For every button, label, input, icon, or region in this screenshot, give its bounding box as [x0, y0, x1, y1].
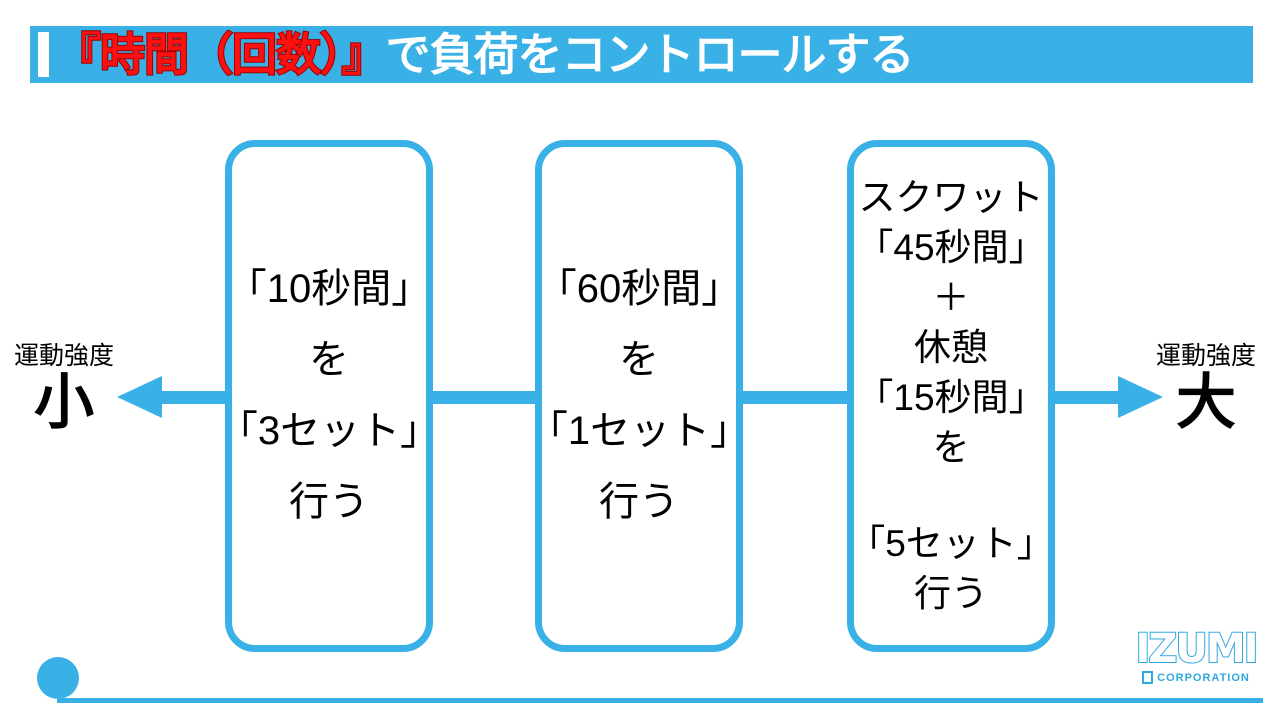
logo-subrow: CORPORATION: [1132, 671, 1260, 684]
logo-corporation-text: CORPORATION: [1157, 671, 1250, 684]
box-line: を: [619, 338, 659, 382]
title-bar: 『時間（回数）』で負荷をコントロールする: [30, 26, 1253, 83]
box-line: ＋: [932, 277, 970, 318]
intensity-caption-right: 運動強度: [1155, 342, 1256, 370]
box-line: 「60秒間」: [536, 267, 742, 311]
title-highlight-text: 『時間（回数）』: [55, 29, 388, 80]
intensity-label-low: 運動強度 小: [8, 342, 120, 436]
logo-wordmark-text: IZUMI: [1134, 626, 1259, 672]
box-line: 行う: [914, 573, 988, 614]
page-title: 『時間（回数）』で負荷をコントロールする: [55, 29, 915, 80]
arrow-left-head-icon: [117, 376, 162, 418]
intensity-value-low: 小: [34, 369, 94, 436]
box-line: 「15秒間」: [856, 377, 1046, 418]
duration-box-medium: 「60秒間」 を 「1セット」 行う: [528, 140, 750, 652]
arrow-right-head-icon: [1118, 376, 1163, 418]
intensity-value-high: 大: [1176, 369, 1236, 436]
box-line: 「45秒間」: [856, 227, 1046, 268]
title-accent-bar-icon: [38, 32, 49, 77]
decorative-circle: [37, 657, 79, 699]
box-line: 行う: [289, 480, 369, 524]
box-line: 休憩: [914, 327, 988, 368]
izumi-logo: IZUMI CORPORATION: [1132, 626, 1260, 684]
box-line: 行う: [599, 480, 679, 524]
title-rest-text: で負荷をコントロールする: [385, 29, 915, 80]
box-line: を: [309, 338, 349, 382]
duration-box-high: スクワット 「45秒間」 ＋ 休憩 「15秒間」 を 「5セット」 行う: [847, 140, 1055, 652]
intensity-caption-left: 運動強度: [13, 342, 114, 370]
footer-line: [57, 698, 1263, 703]
box-line: 「3セット」: [217, 409, 441, 453]
box-line: を: [932, 427, 970, 468]
intensity-label-high: 運動強度 大: [1150, 342, 1262, 436]
box-line: 「10秒間」: [226, 267, 432, 311]
logo-square-icon: [1142, 671, 1154, 684]
box-line: スクワット: [858, 177, 1044, 218]
box-line: 「1セット」: [527, 409, 751, 453]
duration-box-low: 「10秒間」 を 「3セット」 行う: [218, 140, 440, 652]
box-line: 「5セット」: [848, 523, 1054, 564]
